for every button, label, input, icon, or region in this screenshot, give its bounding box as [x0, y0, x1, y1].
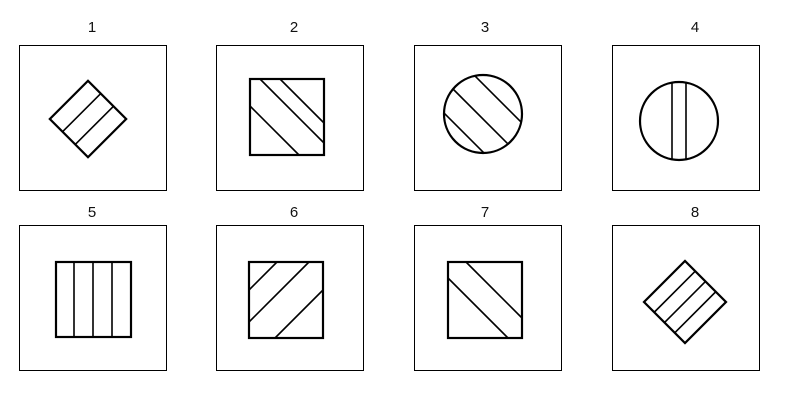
figure-2-option[interactable] — [216, 45, 364, 191]
figure-1-option[interactable] — [19, 45, 167, 191]
figure-2-drawing — [248, 77, 326, 157]
figure-7-number: 7 — [480, 204, 490, 221]
figure-3-drawing — [442, 73, 524, 155]
figure-5-number: 5 — [87, 204, 97, 221]
figure-3-option[interactable] — [414, 45, 562, 191]
figure-1-rotated-square — [48, 79, 128, 159]
figure-4-circle — [638, 80, 720, 162]
figure-8-drawing — [642, 259, 728, 345]
figure-4-option[interactable] — [612, 45, 760, 191]
figure-8-option[interactable] — [612, 225, 760, 371]
figure-2-square — [248, 77, 326, 157]
figure-5-square — [54, 260, 133, 339]
figure-7-option[interactable] — [414, 225, 562, 371]
figure-4-drawing — [638, 80, 720, 162]
figure-1-drawing — [48, 79, 128, 159]
figure-6-option[interactable] — [216, 225, 364, 371]
figure-6-number: 6 — [289, 204, 299, 221]
figure-7-drawing — [446, 260, 524, 340]
figure-5-drawing — [54, 260, 133, 339]
figure-3-number: 3 — [480, 19, 490, 36]
figure-2-number: 2 — [289, 19, 299, 36]
figure-5-option[interactable] — [19, 225, 167, 371]
figure-3-circle — [442, 73, 524, 155]
figure-8-rotated-square — [642, 259, 728, 345]
figure-6-square — [247, 260, 325, 340]
figure-1-number: 1 — [87, 19, 97, 36]
figure-6-drawing — [247, 260, 325, 340]
figure-4-number: 4 — [690, 19, 700, 36]
figure-7-square — [446, 260, 524, 340]
figure-8-number: 8 — [690, 204, 700, 221]
